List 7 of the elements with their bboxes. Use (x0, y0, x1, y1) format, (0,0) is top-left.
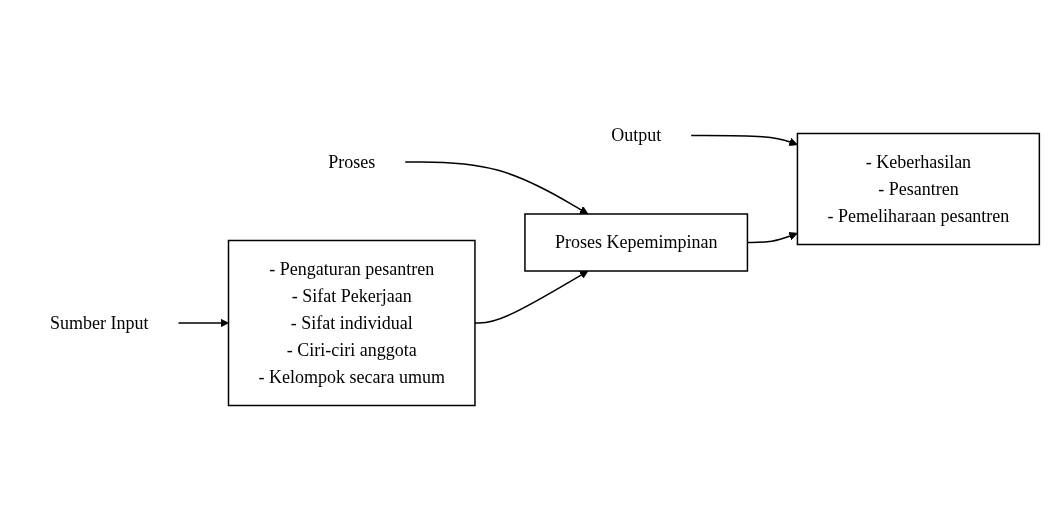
node-box: - Pengaturan pesantren - Sifat Pekerjaan - Sifat individual - Ciri-ciri anggota - Kelompok secara umum (228, 240, 476, 407)
node-text: Sumber Input (50, 312, 149, 333)
node-box: Proses Kepemimpinan (524, 213, 749, 272)
node-text: Output (611, 125, 662, 146)
node-box: - Keberhasilan - Pesantren - Pemeliharaan pesantren (797, 133, 1041, 246)
arrow (404, 161, 589, 215)
node-text: Proses (328, 151, 376, 172)
